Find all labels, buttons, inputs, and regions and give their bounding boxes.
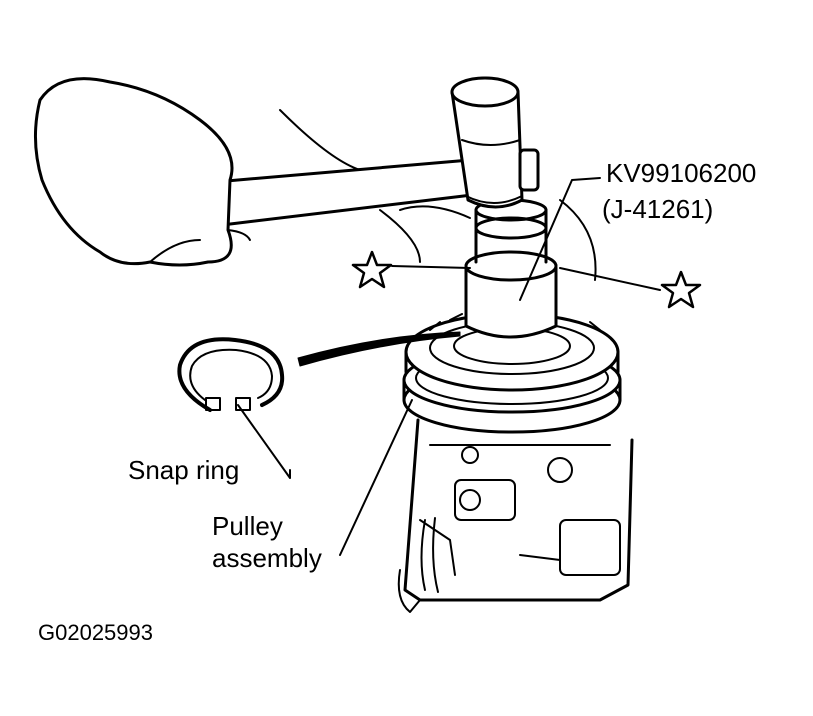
hand	[34, 77, 597, 281]
installer-tool	[464, 198, 558, 339]
hammer	[213, 76, 540, 227]
star-icon	[660, 270, 702, 309]
direction-wedge	[297, 331, 461, 367]
pulley-label-line2: assembly	[212, 543, 322, 573]
leader-lines	[237, 177, 661, 556]
snap-ring	[177, 337, 285, 412]
tool-alt-number-label: (J-41261)	[602, 194, 714, 224]
tool-part-number-label: KV99106200	[606, 158, 757, 188]
pulley-label-line1: Pulley	[212, 511, 283, 541]
snap-ring-label: Snap ring	[128, 455, 240, 485]
star-icon	[351, 250, 393, 289]
compressor-body	[397, 418, 634, 613]
figure-id-label: G02025993	[38, 620, 153, 645]
